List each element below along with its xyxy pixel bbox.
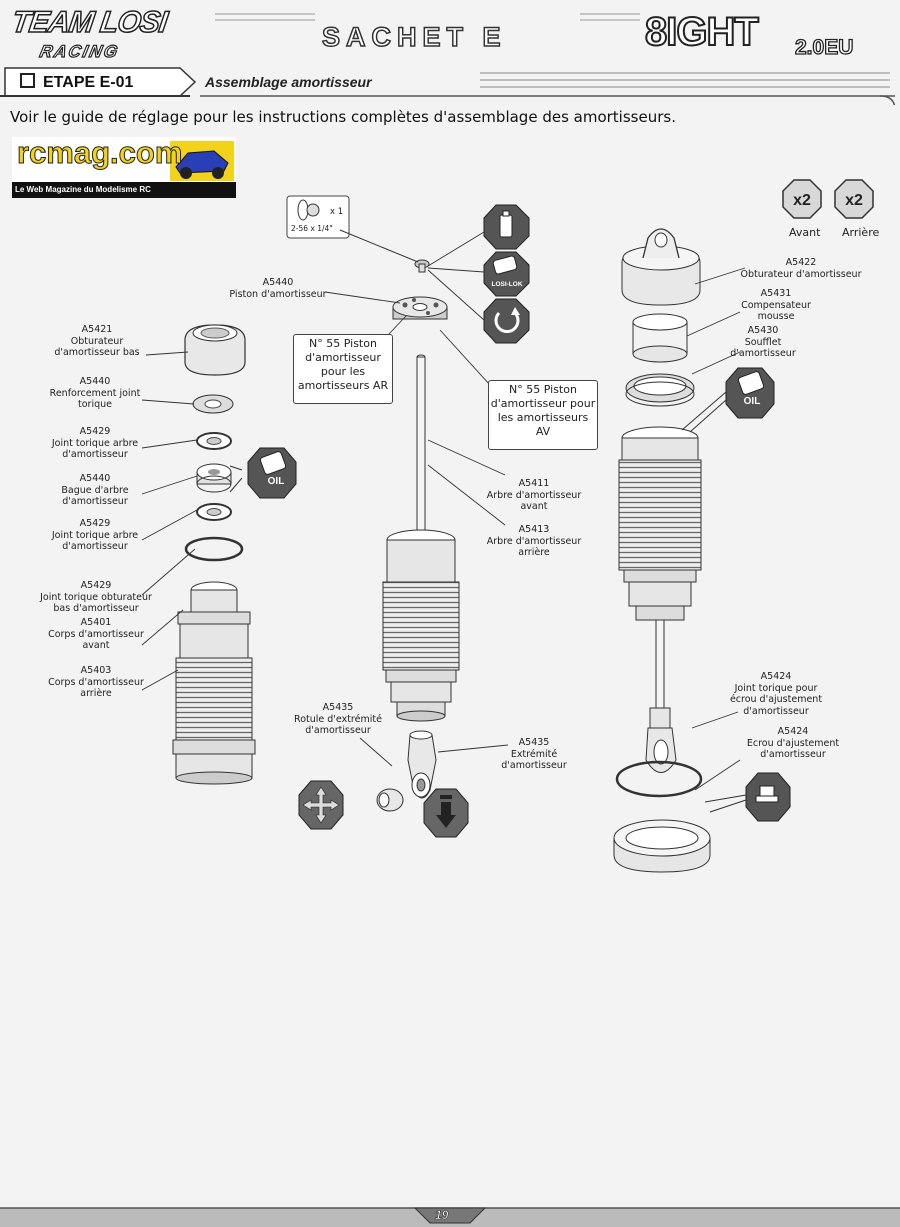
oil-badge-left: OIL (229, 447, 297, 499)
label-a5429-cap: A5429 Joint torique obturateur bas d'amo… (40, 580, 152, 614)
quantity-badge-front: x2 (782, 179, 822, 219)
oring-reinforcement-part (192, 394, 234, 414)
oil-label-right: OIL (744, 396, 761, 407)
press-down-badge (423, 788, 469, 838)
screw-part (414, 259, 430, 273)
quantity-badge-rear: x2 (834, 179, 874, 219)
left-leader-lines (141, 351, 198, 691)
label-a5440-ring: A5440 Renforcement joint torique (49, 376, 141, 410)
lower-cap-part (184, 324, 246, 376)
page-number: 19 (435, 1208, 449, 1223)
callout-rear-piston: N° 55 Piston d'amortisseur pour les amor… (293, 334, 393, 404)
shock-body-part-middle (382, 529, 460, 722)
rcmag-tagline: Le Web Magazine du Modelisme RC (15, 185, 151, 194)
quantity-front-label: Avant (789, 226, 821, 239)
label-a5435-rod: A5435 Rotule d'extrémité d'amortisseur (294, 702, 382, 736)
move-arrows-badge (298, 780, 344, 830)
checkbox-icon (20, 73, 35, 88)
ball-part (376, 788, 404, 812)
shock-body-part-right (618, 426, 702, 773)
cap-oring-part (184, 536, 244, 562)
rcmag-name: rcmag.com (16, 135, 183, 171)
right-leader-lines (686, 267, 746, 791)
label-a5424-nut: A5424 Ecrou d'ajustement d'amortisseur (746, 726, 840, 760)
label-a5422: A5422 Obturateur d'amortisseur (740, 257, 862, 280)
threadlock-badge: LOSI-LOK (483, 251, 530, 297)
shock-body-part-left (172, 581, 256, 785)
adjust-nut-oring-part (615, 760, 703, 798)
shaft-bushing-part (196, 463, 232, 493)
middle-badge-lines (427, 231, 485, 321)
label-a5430: A5430 Soufflet d'amortisseur (730, 325, 796, 359)
bladder-part (625, 373, 695, 407)
label-a5411: A5411 Arbre d'amortisseur avant (486, 478, 582, 512)
middle-leader-lines (324, 291, 509, 767)
shaft-oring-part-1 (196, 432, 232, 450)
foam-compensator-part (632, 313, 688, 363)
adjust-nut-part (613, 819, 711, 873)
intro-text: Voir le guide de réglage pour les instru… (10, 108, 676, 126)
hardware-callout-box (286, 195, 419, 263)
hardware-count: x 1 (330, 207, 343, 217)
callout-front-piston: N° 55 Piston d'amortisseur pour les amor… (488, 380, 598, 450)
hardware-size: 2-56 x 1/4" (291, 224, 333, 233)
label-a5435-end: A5435 Extrémité d'amortisseur (501, 737, 567, 771)
header-decoration (0, 13, 896, 105)
label-a5401: A5401 Corps d'amortisseur avant (48, 617, 144, 651)
shock-shaft-part (416, 354, 426, 536)
tighten-badge (483, 298, 530, 344)
model-logo-sub: 2.0EU (794, 35, 854, 59)
wrench-badge (704, 772, 791, 822)
label-a5431: A5431 Compensateur mousse (741, 288, 811, 322)
model-logo: 8IGHT (644, 9, 760, 55)
bottle-badge (483, 204, 530, 250)
bag-title: SACHET E (321, 21, 507, 53)
label-a5403: A5403 Corps d'amortisseur arrière (48, 665, 144, 699)
rod-end-part (407, 730, 437, 799)
quantity-front-value: x2 (793, 192, 811, 209)
label-a5421: A5421 Obturateur d'amortisseur bas (54, 324, 140, 358)
upper-cap-part (621, 228, 701, 306)
buggy-icon (170, 141, 234, 181)
label-a5424-oring: A5424 Joint torique pour écrou d'ajustem… (729, 671, 823, 717)
piston-part (392, 296, 448, 320)
losi-lok-label: LOSI-LOK (491, 281, 522, 288)
oil-label-left: OIL (268, 476, 285, 487)
label-a5440-piston: A5440 Piston d'amortisseur (229, 277, 327, 300)
shaft-oring-part-2 (196, 503, 232, 521)
step-subtitle: Assemblage amortisseur (205, 74, 372, 90)
label-a5440-bushing: A5440 Bague d'arbre d'amortisseur (61, 473, 129, 507)
step-title: ETAPE E-01 (20, 73, 133, 92)
oil-badge-right: OIL (681, 367, 775, 433)
label-a5413: A5413 Arbre d'amortisseur arrière (486, 524, 582, 558)
label-a5429-shaft-2: A5429 Joint torique arbre d'amortisseur (51, 518, 139, 552)
label-a5429-shaft-1: A5429 Joint torique arbre d'amortisseur (51, 426, 139, 460)
quantity-rear-value: x2 (845, 192, 863, 209)
rcmag-watermark: rcmag.com Le Web Magazine du Modelisme R… (12, 135, 236, 198)
quantity-rear-label: Arrière (842, 226, 880, 239)
